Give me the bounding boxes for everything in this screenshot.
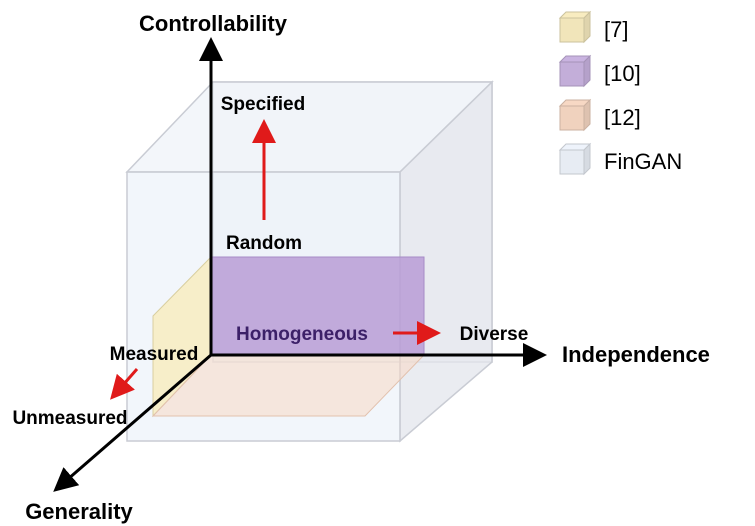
label-diverse: Diverse [460, 324, 529, 345]
legend-cube-front [559, 61, 585, 87]
axis-title-controllability: Controllability [139, 11, 288, 36]
axis-title-generality: Generality [25, 499, 133, 524]
legend-item: [12] [558, 98, 641, 132]
legend-cube-side [583, 98, 591, 132]
legend-label: [10] [604, 61, 641, 86]
label-specified: Specified [221, 94, 305, 115]
label-unmeasured: Unmeasured [12, 408, 127, 429]
legend-cube-side [583, 142, 591, 176]
legend-label: [12] [604, 105, 641, 130]
legend-item: FinGAN [558, 142, 682, 176]
legend-cube-side [583, 54, 591, 88]
legend-item: [10] [558, 54, 641, 88]
label-homogeneous: Homogeneous [236, 324, 368, 345]
legend-label: FinGAN [604, 149, 682, 174]
label-measured: Measured [110, 344, 199, 365]
plane-ref-10 [210, 256, 425, 356]
arrow-measured-to-unmeasured [110, 368, 139, 400]
legend-item: [7] [558, 10, 628, 44]
legend-cube-side [583, 10, 591, 44]
legend-label: [7] [604, 17, 628, 42]
legend-cube-front [559, 149, 585, 175]
legend-cube-front [559, 17, 585, 43]
legend: [7] [10] [12] FinGAN [558, 10, 682, 176]
legend-cube-front [559, 105, 585, 131]
label-random: Random [226, 233, 302, 254]
axis-generality [53, 353, 212, 492]
axis-title-independence: Independence [562, 342, 710, 367]
